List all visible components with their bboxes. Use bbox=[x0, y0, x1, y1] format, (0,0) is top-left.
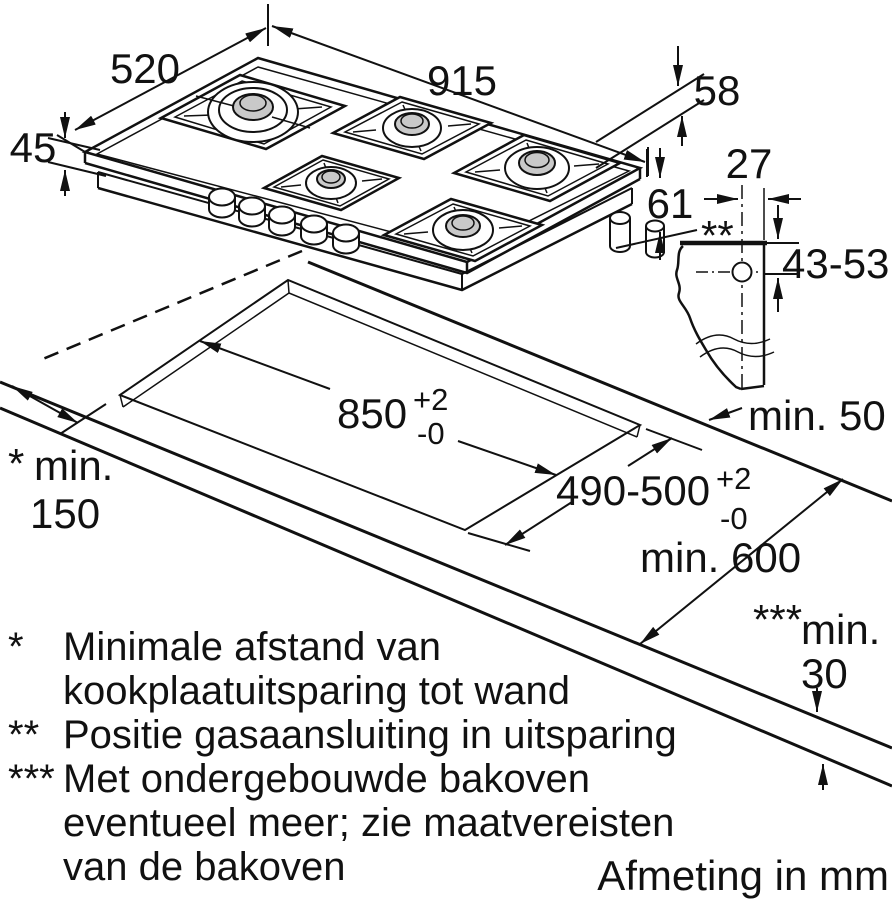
label-gas-marker: ** bbox=[701, 212, 734, 259]
footnote-1-marker: * bbox=[8, 625, 24, 669]
footnote-1-line1: Minimale afstand van bbox=[63, 625, 441, 669]
worktop-front-top-edge bbox=[0, 380, 892, 750]
label-hob-width: 915 bbox=[427, 57, 497, 104]
label-thickness-value: 30 bbox=[801, 650, 848, 697]
worktop-isometric-drawing bbox=[0, 249, 892, 788]
label-edge-height: 45 bbox=[10, 124, 57, 171]
burner-small bbox=[260, 154, 403, 212]
label-cutout-width-tol-up: +2 bbox=[413, 382, 448, 417]
footnote-1-line2: kookplaatuitsparing tot wand bbox=[63, 669, 570, 713]
label-below-height: 61 bbox=[647, 180, 694, 227]
label-cutout-depth-tol-down: -0 bbox=[720, 501, 748, 536]
label-cutout-width: 850 bbox=[337, 390, 407, 437]
gas-connection-hole bbox=[731, 261, 753, 283]
label-cutout-width-tol-down: -0 bbox=[417, 416, 445, 451]
dimension-lines bbox=[11, 4, 844, 790]
label-cutout-depth: 490-500 bbox=[556, 467, 710, 514]
gas-connection-detail bbox=[675, 185, 775, 392]
worktop-back-edge bbox=[307, 260, 892, 503]
label-total-height: 58 bbox=[694, 67, 741, 114]
dimension-labels: 520 915 45 58 61 27 ** 43-53 850 +2 -0 4… bbox=[8, 45, 889, 697]
label-wall-clearance-value: 150 bbox=[30, 490, 100, 537]
units-note: Afmeting in mm bbox=[597, 852, 889, 899]
label-gas-depth-range: 43-53 bbox=[782, 240, 889, 287]
detail-broken-edge bbox=[675, 245, 742, 391]
footnote-3-marker: *** bbox=[8, 757, 55, 801]
footnotes: * Minimale afstand van kookplaatuitspari… bbox=[8, 625, 889, 899]
worktop-front-bottom-edge bbox=[0, 406, 892, 788]
wall-dashed-line bbox=[37, 249, 303, 363]
footnote-3-line3: van de bakoven bbox=[63, 845, 345, 889]
label-thickness-marker: *** bbox=[753, 596, 802, 643]
control-knobs bbox=[208, 187, 360, 255]
footnote-2-line1: Positie gasaansluiting in uitsparing bbox=[63, 713, 677, 757]
label-cutout-depth-tol-up: +2 bbox=[716, 461, 751, 496]
footnote-2-marker: ** bbox=[8, 713, 39, 757]
label-wall-marker: * bbox=[8, 440, 24, 487]
label-wall-clearance-word: min. bbox=[34, 442, 113, 489]
label-thickness-word: min. bbox=[801, 606, 880, 653]
footnote-3-line2: eventueel meer; zie maatvereisten bbox=[63, 801, 674, 845]
burner-right-front bbox=[380, 197, 546, 263]
label-hob-depth: 520 bbox=[110, 45, 180, 92]
hob-isometric-drawing bbox=[81, 56, 665, 292]
footnote-3-line1: Met ondergebouwde bakoven bbox=[63, 757, 590, 801]
label-gas-offset: 27 bbox=[726, 140, 773, 187]
label-back-clearance: min. 50 bbox=[748, 392, 886, 439]
label-worktop-depth: min. 600 bbox=[640, 534, 801, 581]
